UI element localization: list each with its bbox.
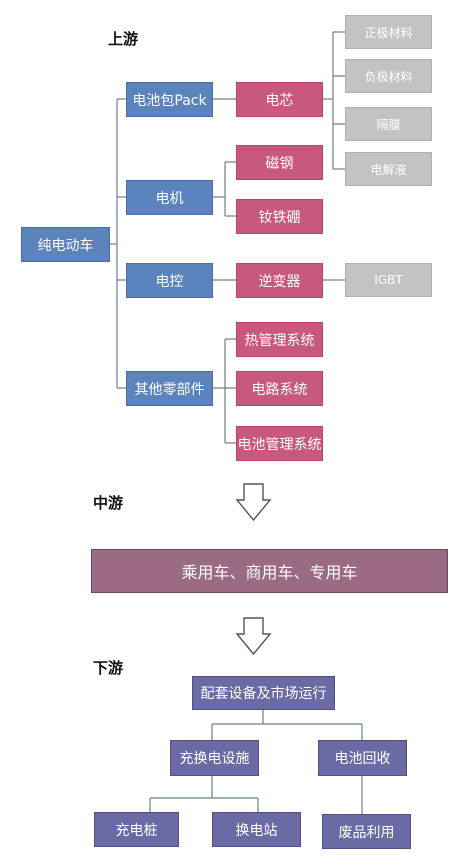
node-swap-station: 换电站 <box>212 812 301 847</box>
node-magnet-steel: 磁钢 <box>236 145 323 180</box>
node-supporting: 配套设备及市场运行 <box>192 676 335 710</box>
node-inverter: 逆变器 <box>236 263 323 298</box>
node-vehicles: 乘用车、商用车、专用车 <box>91 549 448 593</box>
node-controller: 电控 <box>126 263 213 298</box>
node-electrolyte: 电解液 <box>345 152 432 186</box>
node-battery-pack: 电池包Pack <box>126 82 213 117</box>
node-other-parts: 其他零部件 <box>126 371 213 406</box>
node-ndfeb: 钕铁硼 <box>236 199 323 234</box>
node-thermal-mgmt: 热管理系统 <box>236 322 323 357</box>
node-bms: 电池管理系统 <box>236 426 323 461</box>
section-label-upstream: 上游 <box>108 30 139 48</box>
node-igbt: IGBT <box>345 263 432 297</box>
node-cell: 电芯 <box>236 82 323 117</box>
down-arrow-icon <box>235 483 272 656</box>
node-separator: 隔膜 <box>345 107 432 141</box>
node-anode: 负极材料 <box>345 59 432 93</box>
node-cathode: 正极材料 <box>345 15 432 49</box>
section-label-midstream: 中游 <box>93 494 124 512</box>
root-node-ev: 纯电动车 <box>21 227 110 262</box>
node-circuit: 电路系统 <box>236 371 323 406</box>
node-charging-facilities: 充换电设施 <box>170 740 259 776</box>
node-battery-recycling: 电池回收 <box>318 740 407 776</box>
node-motor: 电机 <box>126 180 213 215</box>
node-charging-pile: 充电桩 <box>94 812 179 847</box>
section-label-downstream: 下游 <box>93 659 124 677</box>
node-waste-utilization: 废品利用 <box>322 814 411 849</box>
